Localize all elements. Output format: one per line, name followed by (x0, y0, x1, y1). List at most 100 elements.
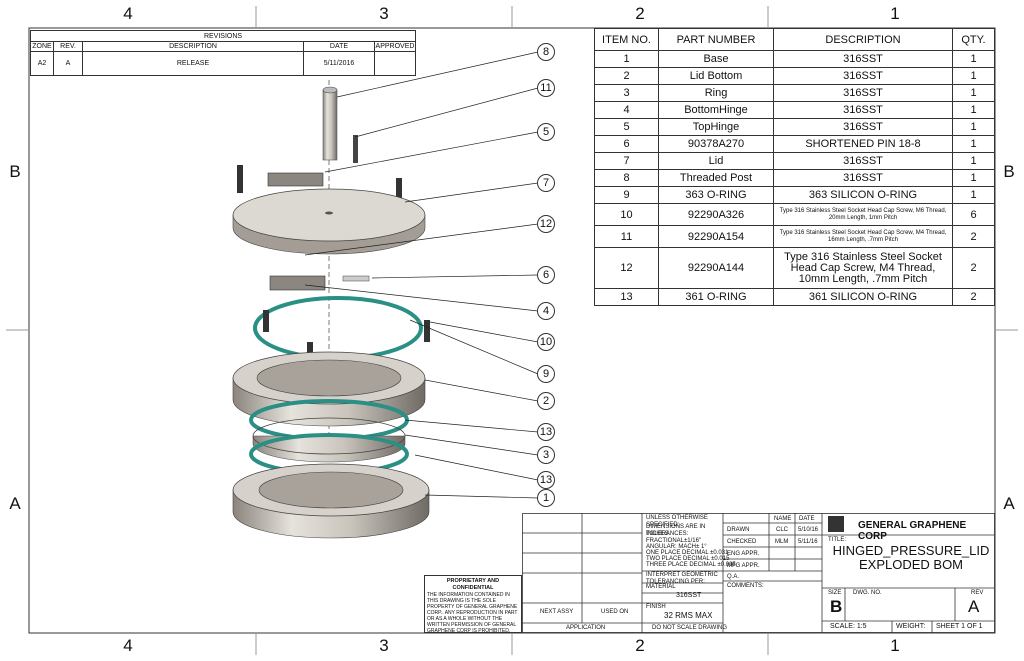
ring-part (252, 417, 406, 455)
balloon-item: 8 (537, 43, 555, 61)
zone-top-1: 1 (890, 4, 900, 23)
fractional-tol: FRACTIONAL±1/16" (646, 538, 702, 544)
proprietary-text: THE INFORMATION CONTAINED IN THIS DRAWIN… (427, 592, 518, 634)
next-assy-label: NEXT ASSY (540, 609, 574, 615)
eng-appr-label: ENG APPR. (727, 551, 760, 557)
drawn-name: CLC (776, 527, 789, 533)
zone-top-3: 3 (379, 4, 389, 23)
balloon-item: 4 (537, 302, 555, 320)
zone-bottom-2: 2 (635, 636, 645, 655)
bom-header: QTY. (952, 28, 995, 51)
bom-cell: 361 O-RING (658, 288, 774, 306)
balloon-item: 7 (537, 174, 555, 192)
scale-label: SCALE: 1:5 (830, 623, 867, 630)
two-place-tol: TWO PLACE DECIMAL ±0.015 (646, 556, 730, 562)
bottom-hinge-part (269, 275, 326, 291)
rev-cell: RELEASE (82, 51, 304, 76)
zone-bottom-4: 4 (123, 636, 133, 655)
exploded-assembly-drawing (232, 80, 430, 539)
bom-header: PART NUMBER (658, 28, 774, 51)
balloon-item: 11 (537, 79, 555, 97)
bom-cell: 363 O-RING (658, 186, 774, 204)
one-place-tol: ONE PLACE DECIMAL ±0.031 (646, 550, 729, 556)
rev-cell: 5/11/2016 (303, 51, 375, 76)
bom-cell: 13 (594, 288, 659, 306)
bom-cell: Type 316 Stainless Steel Socket Head Cap… (773, 247, 953, 289)
bom-cell: BottomHinge (658, 101, 774, 119)
zone-bottom-1: 1 (890, 636, 900, 655)
company-name: GENERAL GRAPHENE CORP (858, 520, 967, 542)
zone-top-4: 4 (123, 4, 133, 23)
drawn-label: DRAWN (727, 527, 750, 533)
company-logo (828, 516, 844, 532)
comments-label: COMMENTS: (727, 583, 764, 589)
qa-label: Q.A. (727, 574, 740, 580)
mfg-appr-label: MFG APPR. (727, 563, 760, 569)
drawing-title-line1: HINGED_PRESSURE_LID (832, 543, 990, 558)
balloon-item: 6 (537, 266, 555, 284)
bom-cell: 2 (952, 288, 995, 306)
proprietary-notice: PROPRIETARY AND CONFIDENTIAL THE INFORMA… (424, 575, 522, 634)
balloon-item: 9 (537, 365, 555, 383)
title-block-grid (522, 513, 995, 633)
bom-cell: Lid Bottom (658, 67, 774, 85)
size-value: B (830, 597, 843, 616)
rev-cell (374, 51, 416, 76)
name-header: NAME (774, 516, 792, 522)
rev-cell: A2 (30, 51, 54, 76)
angular-tol: ANGULAR: MACH± 1° (646, 544, 707, 550)
application-label: APPLICATION (566, 625, 606, 631)
proprietary-title: PROPRIETARY AND CONFIDENTIAL (446, 578, 500, 591)
sheet-label: SHEET 1 OF 1 (936, 623, 983, 630)
dwg-no-label: DWG. NO. (853, 590, 882, 596)
interpret-note: INTERPRET GEOMETRIC TOLERANCING PER: (646, 572, 718, 585)
dims-note: DIMENSIONS ARE IN INCHES (646, 524, 706, 537)
zone-left-b: B (9, 162, 21, 181)
balloon-item: 10 (537, 333, 555, 351)
zone-bottom-3: 3 (379, 636, 389, 655)
checked-name: MLM (775, 539, 789, 545)
zone-left-a: A (9, 494, 21, 513)
pin-part (342, 275, 370, 282)
checked-label: CHECKED (727, 539, 757, 545)
drawing-title: HINGED_PRESSURE_LID EXPLODED BOM (828, 544, 994, 572)
material-value: 316SST (676, 592, 702, 599)
finish-value: 32 RMS MAX (664, 611, 713, 620)
zone-right-a: A (1003, 494, 1015, 513)
rev-value: A (968, 597, 980, 616)
bom-cell: 316SST (773, 84, 953, 102)
material-label: MATERIAL (646, 584, 676, 590)
bom-cell: SHORTENED PIN 18-8 (773, 135, 953, 153)
balloon-item: 3 (537, 446, 555, 464)
tolerances-label: TOLERANCES: (646, 531, 689, 537)
bom-cell: 361 SILICON O-RING (773, 288, 953, 306)
revisions-table: REVISIONS ZONE REV. DESCRIPTION DATE APP… (30, 30, 416, 76)
unless-specified: UNLESS OTHERWISE SPECIFIED: (646, 515, 708, 528)
balloon-item: 13 (537, 423, 555, 441)
title-label: TITLE: (828, 537, 847, 543)
used-on-label: USED ON (601, 609, 629, 615)
balloon-item: 12 (537, 215, 555, 233)
do-not-scale: DO NOT SCALE DRAWING (652, 625, 728, 631)
drawn-date: 5/10/16 (798, 527, 819, 533)
zone-right-b: B (1003, 162, 1015, 181)
balloon-item: 1 (537, 489, 555, 507)
checked-date: 5/11/16 (798, 539, 818, 545)
top-hinge-part (267, 172, 324, 187)
balloon-item: 13 (537, 471, 555, 489)
rev-cell: A (53, 51, 83, 76)
title-block: PROPRIETARY AND CONFIDENTIAL THE INFORMA… (424, 513, 995, 634)
weight-label: WEIGHT: (896, 623, 926, 630)
zone-top-2: 2 (635, 4, 645, 23)
date-header: DATE (799, 516, 815, 522)
balloon-item: 2 (537, 392, 555, 410)
lid-part (232, 188, 426, 242)
balloon-item: 5 (537, 123, 555, 141)
three-place-tol: THREE PLACE DECIMAL ±0.005 (646, 562, 736, 568)
finish-label: FINISH (646, 604, 666, 610)
size-label: SIZE (828, 590, 842, 596)
rev-label: REV (971, 590, 984, 596)
bom-cell: 2 (952, 247, 995, 289)
